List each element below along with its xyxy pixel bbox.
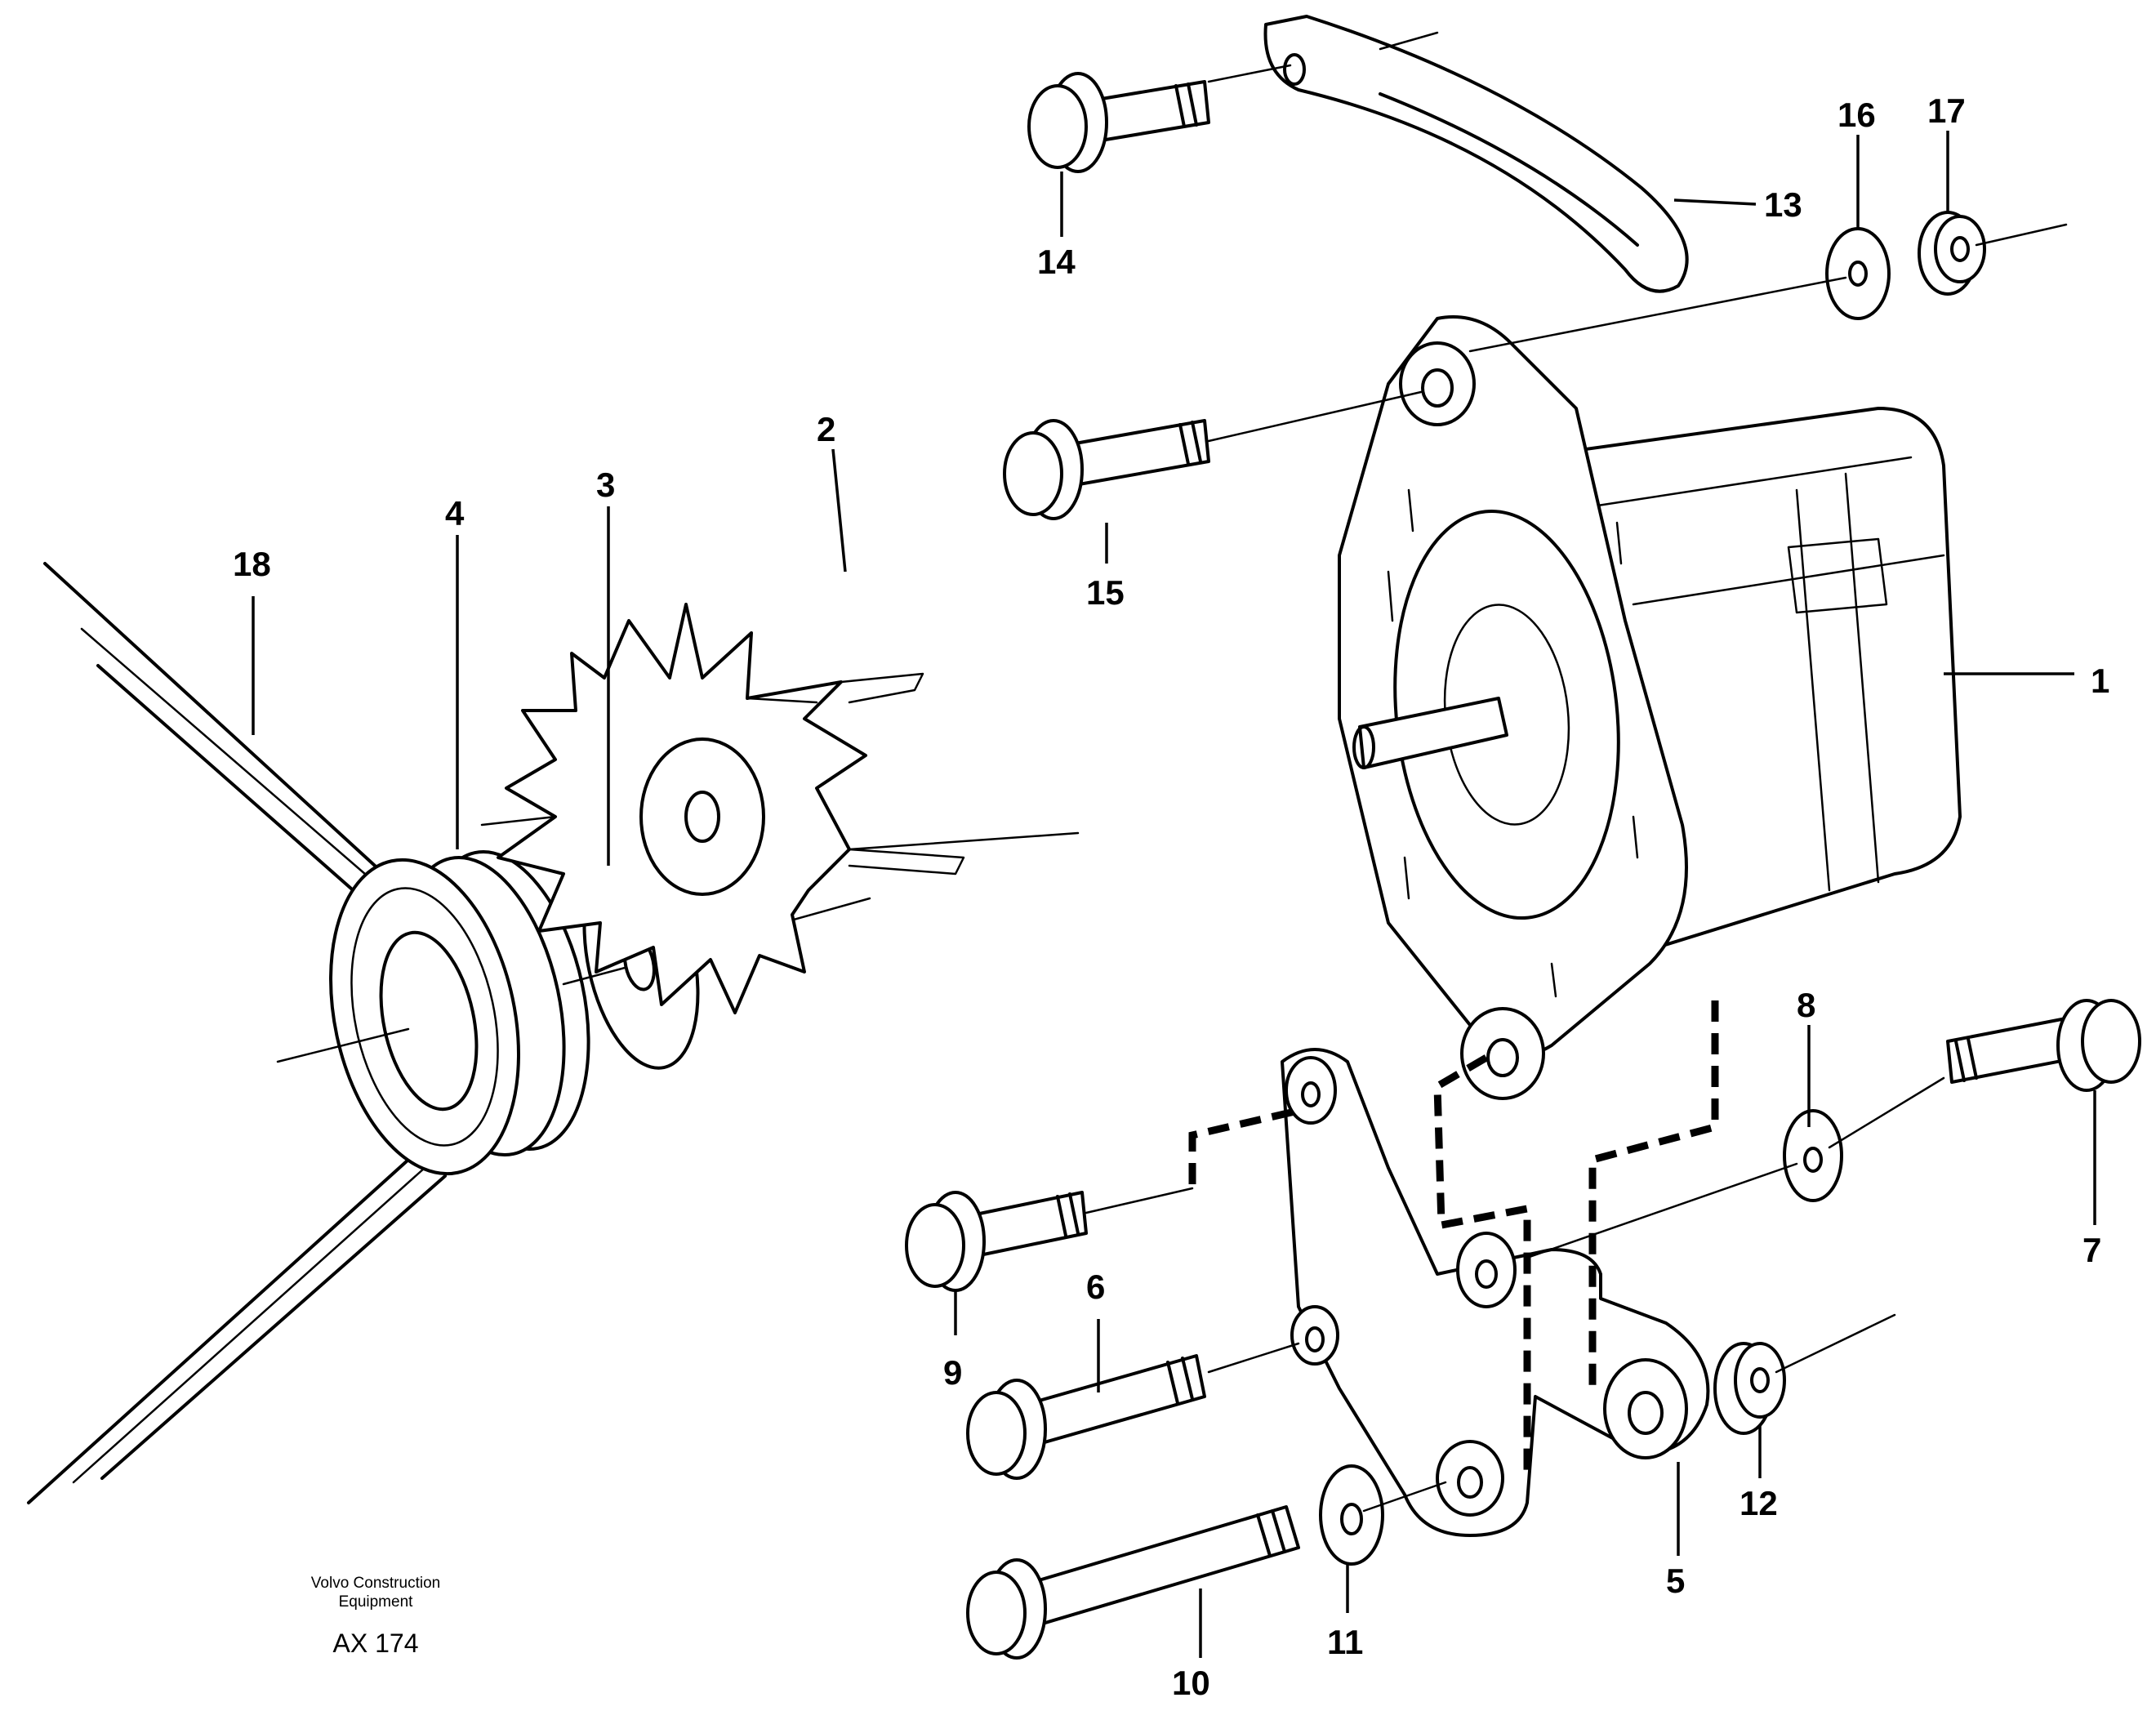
fan [480,603,1080,1014]
callout-2: 2 [817,410,835,448]
callout-8: 8 [1797,986,1815,1024]
pulley [276,849,590,1176]
callout-9: 9 [943,1353,962,1392]
washer-16 [1825,227,1891,320]
callout-leaders [252,131,2096,1658]
bolt-14 [1027,72,1210,173]
callout-5: 5 [1666,1562,1685,1600]
callout-7: 7 [2082,1231,2101,1269]
drive-belt [27,562,447,1504]
bolt-9 [905,1187,1194,1292]
alternator [1338,315,1962,1100]
maker-line-1: Volvo Construction [311,1575,440,1592]
maker-line-2: Equipment [339,1593,414,1611]
washer-8 [1783,1109,1843,1202]
bolt-6 [966,1342,1300,1480]
drawing-code: AX 174 [333,1629,419,1658]
callout-15: 15 [1086,573,1125,612]
bolt-15 [1003,390,1423,520]
callout-13: 13 [1764,185,1802,224]
callout-12: 12 [1740,1484,1778,1522]
callout-14: 14 [1037,243,1076,281]
bolt-10 [966,1505,1300,1660]
callout-17: 17 [1927,91,1966,130]
callout-11: 11 [1327,1623,1363,1661]
callout-1: 1 [2091,662,2109,700]
washer-11 [1319,1464,1447,1566]
adjusting-bracket [1207,15,1689,293]
callout-10: 10 [1172,1664,1210,1702]
callout-16: 16 [1838,96,1876,134]
callout-6: 6 [1086,1268,1105,1306]
nut-12 [1713,1313,1896,1435]
callout-18: 18 [233,545,271,583]
callout-labels: 1 2 3 4 5 6 7 8 9 10 11 12 13 14 15 16 1… [233,91,2109,1702]
footer: Volvo Construction Equipment AX 174 [311,1575,440,1658]
bolt-7 [1526,999,2141,1259]
callout-4: 4 [445,494,465,532]
callout-3: 3 [596,466,615,504]
dashed-assembly-lines [1188,1000,1719,1470]
mounting-bracket [1281,1048,1710,1537]
nut-17 [1918,211,1986,296]
